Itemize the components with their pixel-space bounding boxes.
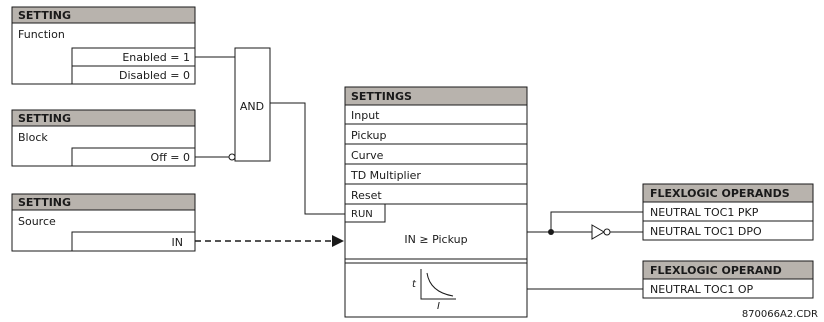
operand-neutral-toc1-op: NEUTRAL TOC1 OP (650, 283, 754, 296)
setting-function-enabled: Enabled = 1 (122, 51, 190, 64)
flexlogic-operand-block: FLEXLOGIC OPERAND NEUTRAL TOC1 OP (642, 260, 814, 299)
and-gate: AND (234, 47, 271, 162)
inverter-bubble (228, 153, 236, 161)
flexlogic-operands-header: FLEXLOGIC OPERANDS (650, 187, 790, 200)
setting-block-header: SETTING (18, 112, 71, 125)
settings-row-input: Input (351, 109, 380, 122)
arrow-head (332, 235, 344, 247)
curve-axis-t: t (412, 279, 417, 290)
not-gate-bubble (603, 228, 611, 236)
operand-neutral-toc1-pkp: NEUTRAL TOC1 PKP (650, 206, 759, 219)
setting-function-label: Function (18, 28, 65, 41)
settings-condition: IN ≥ Pickup (404, 233, 467, 246)
flexlogic-operand-header: FLEXLOGIC OPERAND (650, 264, 782, 277)
wire-pkp (527, 211, 643, 233)
settings-row-pickup: Pickup (351, 129, 386, 142)
settings-row-curve: Curve (351, 149, 384, 162)
setting-source-block: SETTING Source IN (11, 193, 196, 252)
settings-main-header: SETTINGS (351, 90, 412, 103)
and-gate-label: AND (240, 100, 264, 113)
setting-function-disabled: Disabled = 0 (119, 69, 190, 82)
setting-block-off: Off = 0 (151, 151, 190, 164)
setting-source-label: Source (18, 215, 56, 228)
settings-run-label: RUN (351, 209, 373, 220)
settings-row-td-multiplier: TD Multiplier (350, 169, 421, 182)
curve-axis-i: I (437, 301, 440, 312)
not-gate-icon (591, 224, 605, 240)
operand-neutral-toc1-dpo: NEUTRAL TOC1 DPO (650, 225, 762, 238)
setting-block-block: SETTING Block Off = 0 (11, 109, 196, 167)
setting-source-in: IN (172, 236, 183, 249)
setting-function-header: SETTING (18, 9, 71, 22)
settings-row-reset: Reset (351, 189, 382, 202)
settings-main-block: SETTINGS Input Pickup Curve TD Multiplie… (344, 86, 528, 318)
setting-source-header: SETTING (18, 196, 71, 209)
wire-and-to-run (270, 102, 345, 215)
figure-id: 870066A2.CDR (742, 309, 818, 320)
flexlogic-operands-block: FLEXLOGIC OPERANDS NEUTRAL TOC1 PKP NEUT… (642, 183, 814, 241)
setting-block-label: Block (18, 131, 48, 144)
inverse-time-curve-icon: t I (412, 269, 456, 312)
setting-function-block: SETTING Function Enabled = 1 Disabled = … (11, 6, 196, 85)
